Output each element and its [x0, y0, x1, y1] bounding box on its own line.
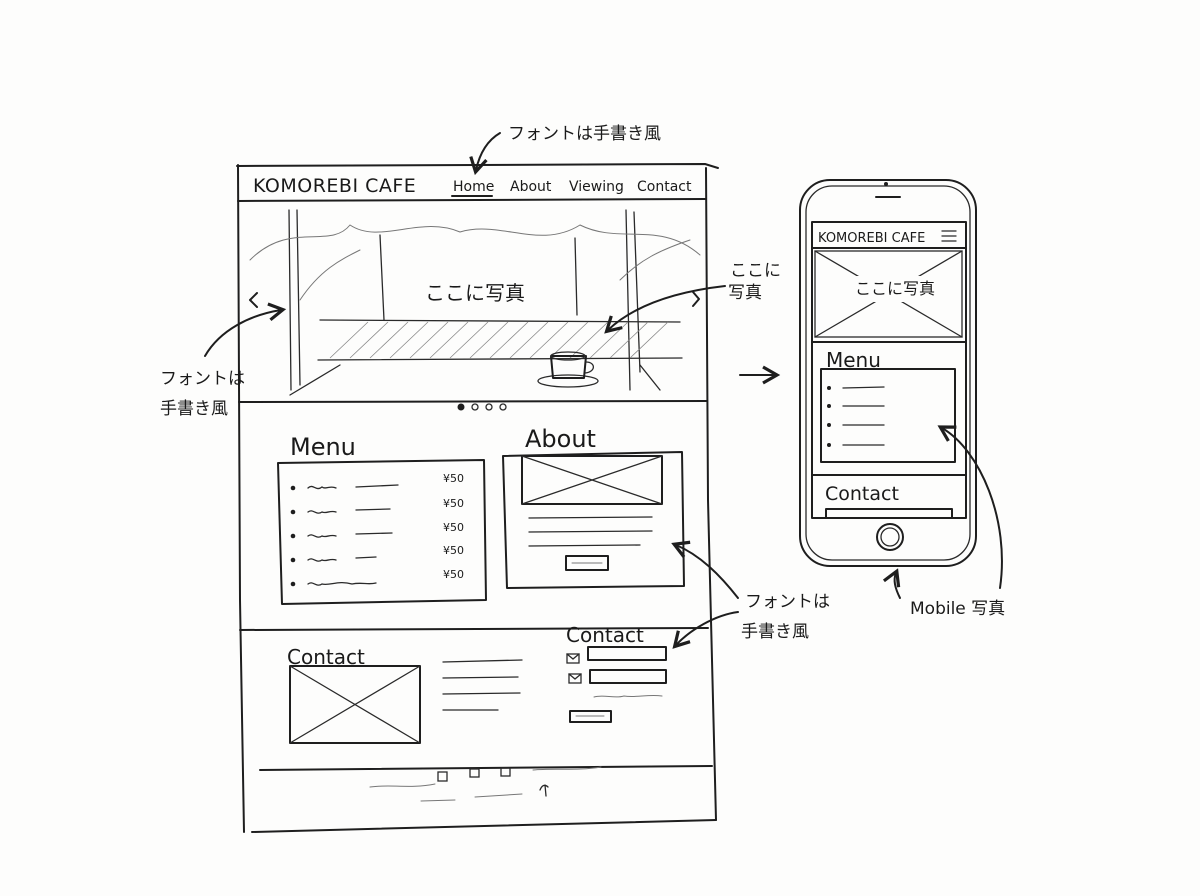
font-note-bottom-2: 手書き風 [741, 622, 809, 642]
menu-price: ¥50 [443, 568, 464, 581]
mobile-menu-box [820, 368, 956, 463]
arrow-icon [671, 540, 739, 599]
mobile-logo: KOMOREBI CAFE [818, 231, 925, 246]
carousel-dot [499, 403, 507, 411]
hero-placeholder-text: ここに写真 [425, 281, 525, 305]
nav-home[interactable]: Home [453, 179, 494, 195]
hamburger-menu-icon[interactable] [941, 230, 957, 242]
arrow-icon [672, 611, 739, 649]
carousel-dots[interactable] [457, 403, 507, 411]
menu-price: ¥50 [443, 521, 464, 534]
nav-viewing[interactable]: Viewing [569, 179, 624, 195]
phone-home-button[interactable] [876, 523, 904, 551]
phone-camera-icon [884, 182, 888, 186]
arrow-icon [882, 568, 901, 599]
about-button[interactable] [565, 555, 609, 571]
mobile-contact-title: Contact [825, 483, 899, 505]
footer-mark [539, 784, 549, 797]
desktop-logo: KOMOREBI CAFE [253, 175, 416, 197]
instagram-icon[interactable] [500, 767, 511, 777]
contact-submit-button[interactable] [569, 710, 612, 723]
arrow-icon [204, 302, 287, 357]
phone-screen [811, 221, 967, 519]
carousel-prev-chevron-icon[interactable] [249, 292, 258, 308]
mail-icon [568, 673, 582, 684]
mobile-menu-list [827, 386, 885, 447]
menu-title: Menu [290, 433, 356, 461]
font-note-top: フォントは手書き風 [508, 124, 661, 144]
mobile-hero-text: ここに写真 [855, 279, 935, 298]
about-title: About [525, 425, 596, 453]
menu-price: ¥50 [443, 544, 464, 557]
contact-field-2[interactable] [589, 669, 667, 684]
mail-icon [566, 653, 580, 664]
hero-image-placeholder: ここに写真 [249, 209, 701, 396]
menu-list: ¥50 ¥50 ¥50 ¥50 ¥50 [290, 472, 464, 587]
carousel-next-chevron-icon[interactable] [692, 291, 700, 307]
desktop-wireframe: KOMOREBI CAFE Home About Viewing Contact… [236, 163, 719, 833]
arrow-icon [604, 285, 726, 334]
mobile-note: Mobile 写真 [910, 599, 1005, 619]
carousel-dot-active [457, 403, 465, 411]
menu-price: ¥50 [443, 497, 464, 510]
coffee-cup-icon [537, 351, 599, 388]
about-box [502, 451, 685, 589]
photo-note-2: 写真 [728, 283, 762, 303]
twitter-icon[interactable] [469, 768, 480, 778]
menu-box [277, 459, 487, 605]
nav-contact[interactable]: Contact [637, 179, 692, 195]
header-divider [237, 198, 707, 202]
font-note-bottom-1: フォントは [745, 592, 830, 612]
contact-image-placeholder [289, 665, 421, 744]
nav-about[interactable]: About [510, 179, 552, 195]
font-note-left-1: フォントは [160, 369, 245, 389]
arrow-icon [937, 425, 1003, 589]
about-image-placeholder [521, 455, 663, 505]
contact-form-title: Contact [566, 623, 644, 647]
phone-body [799, 179, 977, 567]
carousel-dot [471, 403, 479, 411]
mobile-wireframe: KOMOREBI CAFE ここに写真 Menu Contact [799, 179, 977, 567]
font-note-left-2: 手書き風 [160, 399, 228, 419]
facebook-icon[interactable] [437, 771, 448, 782]
carousel-dot [485, 403, 493, 411]
photo-note-1: ここに [730, 261, 781, 281]
contact-field-1[interactable] [587, 646, 667, 661]
menu-price: ¥50 [443, 472, 464, 485]
